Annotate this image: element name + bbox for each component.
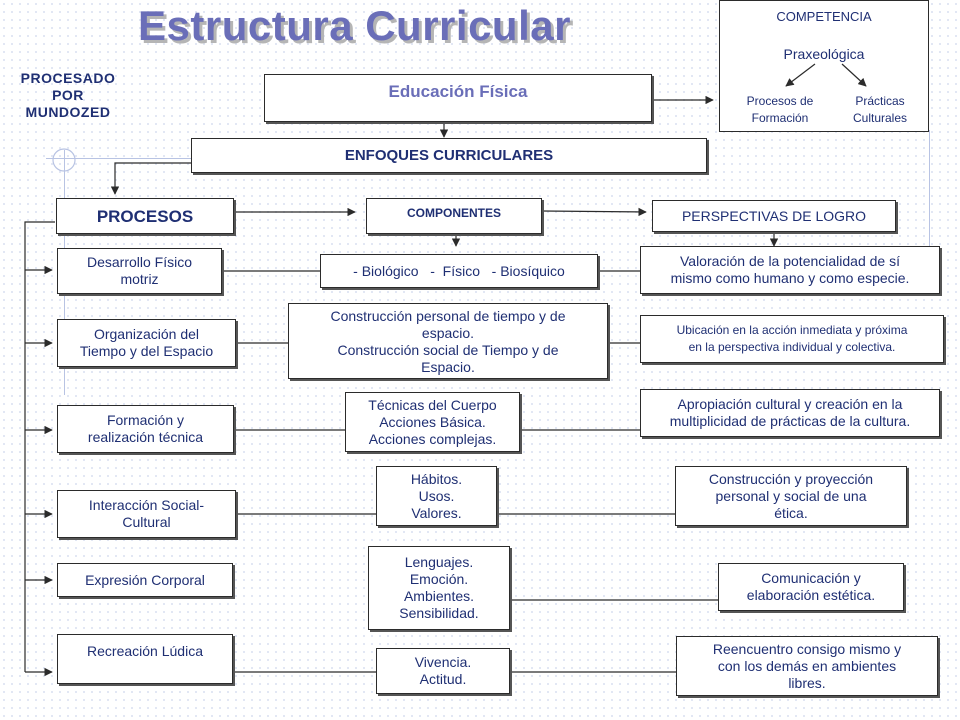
proceso-line: Formación y bbox=[106, 412, 184, 428]
componente-line: Construcción social de Tiempo y de bbox=[337, 342, 559, 358]
proceso-line: Recreación Lúdica bbox=[87, 643, 203, 659]
logro-line: Reencuentro consigo mismo y bbox=[712, 640, 902, 657]
componente-line: Construcción personal de tiempo y de bbox=[330, 308, 566, 324]
watermark-line-3: MUNDOZED bbox=[25, 104, 111, 120]
competencia-box: COMPETENCIA Praxeológica Procesos de For… bbox=[719, 0, 929, 132]
page-title: Estructura Curricular bbox=[138, 2, 571, 49]
componente-box: Hábitos.Usos.Valores. bbox=[376, 466, 497, 526]
componente-line: Hábitos. bbox=[410, 470, 463, 487]
logro-line: Valoración de la potencialidad de sí bbox=[679, 253, 900, 269]
componente-box: Lenguajes.Emoción.Ambientes.Sensibilidad… bbox=[368, 546, 510, 630]
componente-line: Espacio. bbox=[421, 359, 475, 375]
proceso-line: Expresión Corporal bbox=[85, 571, 205, 588]
logro-line: personal y social de una bbox=[715, 487, 867, 504]
subject-label: Educación Física bbox=[388, 82, 528, 101]
proceso-line: Desarrollo Físico bbox=[86, 254, 193, 270]
competencia-right-line: Culturales bbox=[852, 111, 908, 125]
logro-line: ética. bbox=[774, 504, 808, 521]
competencia-label: COMPETENCIA bbox=[776, 9, 872, 24]
componente-line: Emoción. bbox=[409, 571, 469, 587]
proceso-box: Recreación Lúdica bbox=[57, 634, 233, 684]
componentes-header: COMPONENTES bbox=[366, 198, 542, 234]
componente-box: Vivencia.Actitud. bbox=[376, 648, 510, 694]
logro-box: Ubicación en la acción inmediata y próxi… bbox=[640, 315, 944, 363]
componente-line: Vivencia. bbox=[414, 654, 472, 670]
logro-line: elaboración estética. bbox=[746, 587, 876, 603]
proceso-box: Interacción Social-Cultural bbox=[57, 490, 236, 538]
procesos-label: PROCESOS bbox=[96, 206, 194, 226]
componentes-label: COMPONENTES bbox=[406, 206, 501, 220]
componente-line: Acciones complejas. bbox=[368, 430, 497, 447]
logro-line: mismo como humano y como especie. bbox=[670, 270, 910, 286]
watermark-text: PROCESADO POR MUNDOZED bbox=[8, 70, 128, 121]
perspectivas-label: PERSPECTIVAS DE LOGRO bbox=[681, 207, 867, 224]
competencia-right-line: Prácticas bbox=[855, 94, 905, 108]
decor-horizontal-line bbox=[46, 158, 191, 159]
perspectivas-header: PERSPECTIVAS DE LOGRO bbox=[652, 200, 896, 232]
competencia-left: Procesos de Formación bbox=[730, 93, 830, 127]
componente-box: - Biológico - Físico - Biosíquico bbox=[320, 254, 598, 288]
logro-line: en la perspectiva individual y colectiva… bbox=[688, 340, 896, 354]
logro-line: Comunicación y bbox=[761, 570, 861, 586]
subject-box: Educación Física bbox=[264, 74, 652, 122]
logro-line: Construcción y proyección bbox=[708, 470, 874, 487]
logro-line: con los demás en ambientes bbox=[717, 657, 897, 674]
decor-circle bbox=[52, 148, 76, 172]
componente-line: Acciones Básica. bbox=[379, 413, 486, 430]
proceso-line: Organización del bbox=[93, 326, 200, 342]
proceso-line: realización técnica bbox=[87, 429, 204, 445]
competencia-right: Prácticas Culturales bbox=[830, 93, 930, 127]
componente-line: Lenguajes. bbox=[404, 554, 474, 570]
watermark-line-1: PROCESADO bbox=[20, 70, 116, 86]
logro-line: libres. bbox=[788, 674, 826, 691]
competencia-left-line: Procesos de bbox=[746, 94, 814, 108]
componente-line: - Biológico - Físico - Biosíquico bbox=[353, 262, 565, 279]
componente-line: Técnicas del Cuerpo bbox=[368, 396, 497, 413]
logro-line: Ubicación en la acción inmediata y próxi… bbox=[676, 323, 908, 337]
competencia-type: Praxeológica bbox=[783, 46, 865, 62]
componente-line: Usos. bbox=[418, 487, 455, 504]
componente-line: espacio. bbox=[421, 325, 475, 341]
proceso-line: motriz bbox=[120, 271, 159, 287]
componente-line: Sensibilidad. bbox=[399, 605, 479, 621]
componente-line: Actitud. bbox=[419, 671, 467, 687]
logro-line: multiplicidad de prácticas de la cultura… bbox=[669, 413, 911, 429]
proceso-box: Expresión Corporal bbox=[57, 563, 233, 597]
enfoques-box: ENFOQUES CURRICULARES bbox=[191, 138, 707, 173]
procesos-header: PROCESOS bbox=[56, 198, 234, 234]
proceso-line: Tiempo y del Espacio bbox=[79, 343, 214, 359]
decor-right-vertical-line bbox=[929, 130, 930, 250]
enfoques-label: ENFOQUES CURRICULARES bbox=[344, 147, 554, 164]
competencia-left-line: Formación bbox=[751, 111, 809, 125]
componente-line: Valores. bbox=[411, 504, 462, 521]
componente-line: Ambientes. bbox=[403, 588, 475, 604]
logro-line: Apropiación cultural y creación en la bbox=[677, 396, 903, 412]
proceso-line: Cultural bbox=[122, 514, 171, 530]
watermark-line-2: POR bbox=[52, 87, 84, 103]
proceso-line: Interacción Social- bbox=[88, 497, 205, 513]
